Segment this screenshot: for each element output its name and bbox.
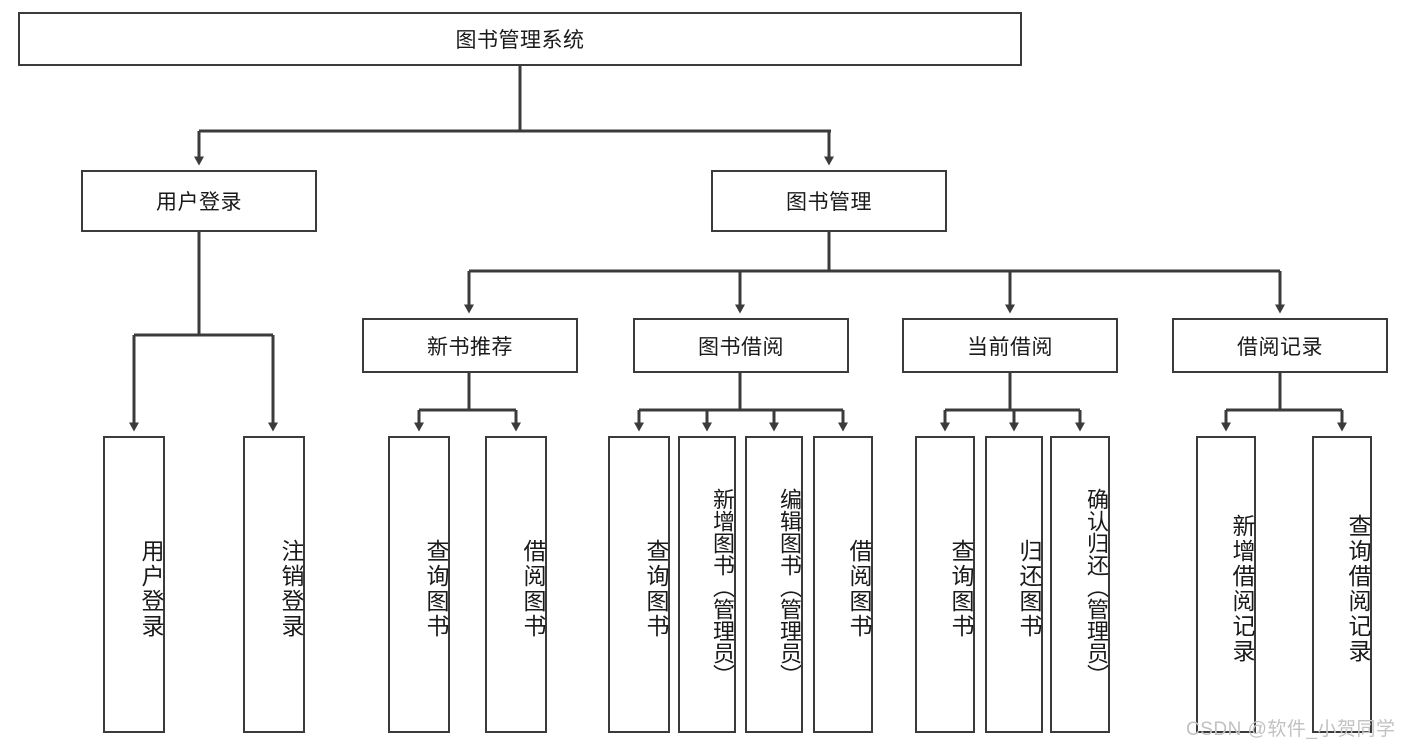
node-current-borrow[interactable]: 当前借阅 — [902, 318, 1118, 373]
leaf-borrow-book[interactable]: 借阅图书 — [813, 436, 873, 733]
leaf-return-book[interactable]: 归还图书 — [985, 436, 1043, 733]
node-user-login[interactable]: 用户登录 — [81, 170, 317, 232]
leaf-edit-book-admin[interactable]: 编辑图书（管理员） — [745, 436, 803, 733]
node-new-book-recommend[interactable]: 新书推荐 — [362, 318, 578, 373]
leaf-user-login[interactable]: 用户登录 — [103, 436, 165, 733]
leaf-confirm-return-admin[interactable]: 确认归还（管理员） — [1050, 436, 1110, 733]
leaf-query-book-borrow[interactable]: 查询图书 — [608, 436, 670, 733]
leaf-query-borrow-record[interactable]: 查询借阅记录 — [1312, 436, 1372, 733]
node-book-management[interactable]: 图书管理 — [711, 170, 947, 232]
watermark-text: CSDN @软件_小贺同学 — [1186, 719, 1396, 740]
leaf-logout[interactable]: 注销登录 — [243, 436, 305, 733]
node-root[interactable]: 图书管理系统 — [18, 12, 1022, 66]
leaf-borrow-book-rec[interactable]: 借阅图书 — [485, 436, 547, 733]
leaf-add-book-admin[interactable]: 新增图书（管理员） — [678, 436, 736, 733]
leaf-add-borrow-record[interactable]: 新增借阅记录 — [1196, 436, 1256, 733]
node-book-borrow[interactable]: 图书借阅 — [633, 318, 849, 373]
leaf-query-book-rec[interactable]: 查询图书 — [388, 436, 450, 733]
node-borrow-record[interactable]: 借阅记录 — [1172, 318, 1388, 373]
leaf-query-book-current[interactable]: 查询图书 — [915, 436, 975, 733]
